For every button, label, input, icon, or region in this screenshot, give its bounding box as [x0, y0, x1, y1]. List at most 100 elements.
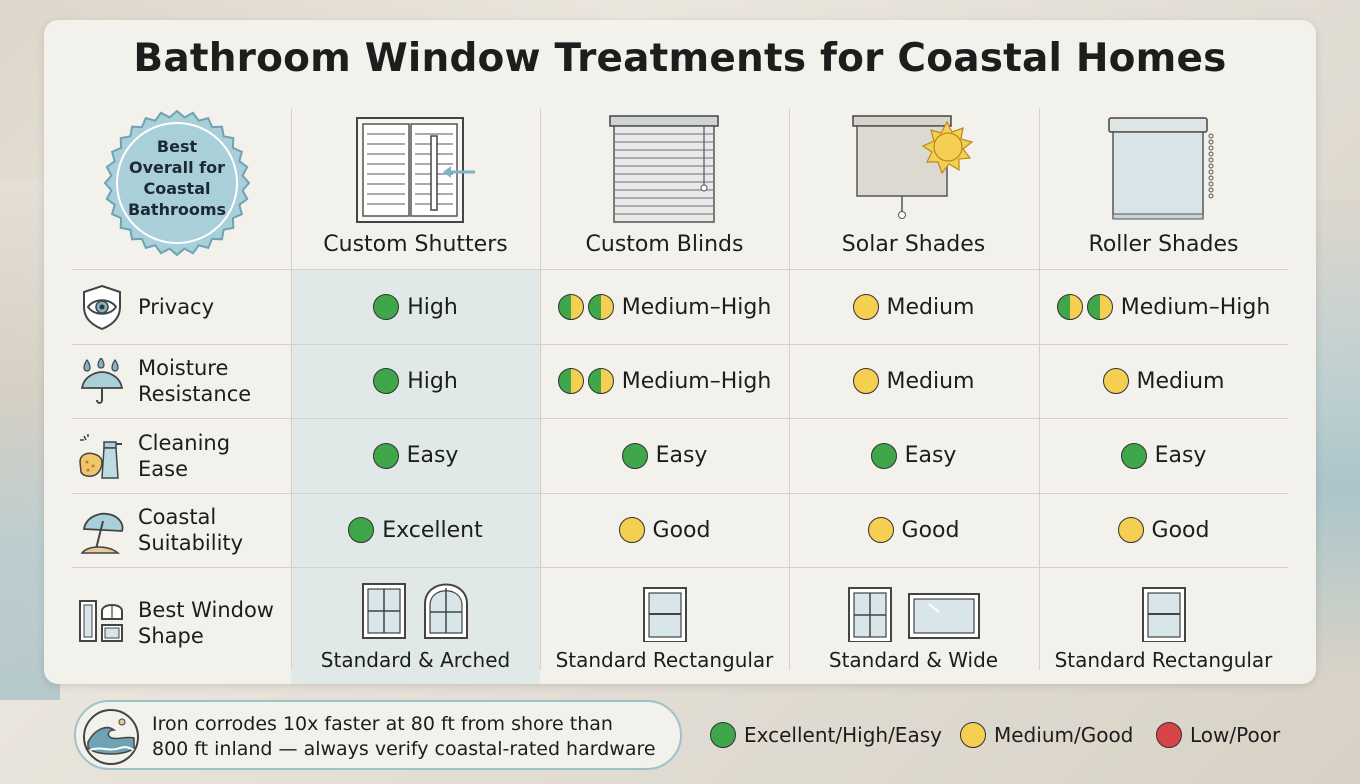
recommended-column-highlight: [291, 270, 540, 684]
column-label: Custom Blinds: [585, 232, 744, 257]
rating-dots: [1056, 294, 1113, 320]
row-label-coastal-suitability: Coastal Suitability: [72, 493, 291, 567]
rating-dots: [373, 294, 400, 320]
rating-text: Medium–High: [621, 294, 772, 320]
standard-and-wide-window-icon: [848, 587, 980, 642]
rating-dots: [1102, 368, 1129, 394]
coastal-tip-box: Iron corrodes 10x faster at 80 ft from s…: [74, 700, 682, 770]
row-label-text: Privacy: [138, 294, 214, 320]
half-rating-dot-icon: [1086, 294, 1113, 320]
rating-text: Medium–High: [621, 368, 772, 394]
rating-dots: [557, 294, 614, 320]
page-title: Bathroom Window Treatments for Coastal H…: [133, 36, 1227, 81]
rating-dots: [852, 368, 879, 394]
rating-dots: [867, 517, 894, 543]
window-shapes-icon: [79, 600, 123, 642]
rating-cell: Easy: [291, 418, 540, 493]
shape-label: Standard Rectangular: [1054, 648, 1273, 672]
rating-text: High: [407, 294, 458, 320]
rating-dots: [1120, 442, 1147, 469]
column-header-custom-shutters: Custom Shutters: [291, 108, 540, 270]
row-label-moisture-resistance: Moisture Resistance: [72, 344, 291, 418]
legend-label: Medium/Good: [994, 723, 1134, 747]
rating-text: Easy: [1154, 443, 1207, 468]
column-header-custom-blinds: Custom Blinds: [540, 108, 789, 270]
rating-dots: [348, 517, 375, 543]
column-header-solar-shades: Solar Shades: [789, 108, 1038, 270]
rating-text: Easy: [655, 443, 708, 468]
row-label-line: Shape: [138, 624, 204, 648]
grid-line: [540, 108, 541, 670]
red-dot-icon: [1156, 722, 1182, 748]
rating-dots: [870, 442, 897, 469]
legend-label: Excellent/High/Easy: [744, 723, 942, 747]
rating-text: Easy: [904, 443, 957, 468]
grid-line: [291, 108, 292, 670]
grid-line: [72, 418, 1288, 419]
grid-line: [1039, 108, 1040, 670]
rating-cell: Good: [540, 493, 789, 567]
rating-cell: Medium–High: [540, 344, 789, 418]
rating-text: Good: [652, 517, 711, 543]
coastal-tip-line: 800 ft inland — always verify coastal-ra…: [152, 738, 656, 760]
row-label-line: Cleaning: [138, 431, 231, 455]
green-dot-icon: [710, 722, 736, 748]
grid-line: [72, 344, 1288, 345]
rating-dots: [557, 368, 614, 394]
rating-text: Easy: [406, 443, 459, 468]
rating-text: Good: [901, 517, 960, 543]
solar-shade-icon: [852, 115, 974, 219]
row-label-line: Privacy: [138, 295, 215, 319]
grid-line: [789, 108, 790, 670]
rating-cell: Easy: [540, 418, 789, 493]
rating-cell: Medium–High: [1039, 270, 1288, 344]
rating-cell: Easy: [789, 418, 1038, 493]
shape-cell-custom-blinds: Standard Rectangular: [540, 574, 789, 676]
half-rating-dot-icon: [557, 294, 584, 320]
rating-cell: Easy: [1039, 418, 1288, 493]
row-label-line: Best Window: [138, 598, 274, 622]
row-label-line: Moisture: [138, 356, 229, 380]
yellow-rating-dot-icon: [1117, 517, 1144, 543]
row-label-privacy: Privacy: [72, 270, 291, 344]
row-label-line: Suitability: [138, 531, 244, 555]
row-label-best-window-shape: Best Window Shape: [72, 567, 291, 670]
row-label-line: Ease: [138, 457, 188, 481]
column-header-roller-shades: Roller Shades: [1039, 108, 1288, 270]
grid-line: [72, 493, 1288, 494]
column-label: Custom Shutters: [323, 232, 508, 257]
best-overall-badge: Best Overall for Coastal Bathrooms: [104, 110, 250, 256]
green-rating-dot-icon: [373, 294, 400, 320]
row-label-text: Coastal Suitability: [138, 504, 243, 556]
eye-shield-icon: [83, 284, 121, 331]
green-rating-dot-icon: [870, 442, 897, 469]
rating-dots: [373, 368, 400, 394]
half-rating-dot-icon: [557, 368, 584, 394]
standard-rectangular-window-icon: [643, 587, 687, 642]
rating-text: High: [407, 368, 458, 394]
half-rating-dot-icon: [587, 368, 614, 394]
green-rating-dot-icon: [1120, 442, 1147, 469]
standard-rectangular-window-icon: [1142, 587, 1186, 642]
rating-cell: Good: [1039, 493, 1288, 567]
legend-item-green: Excellent/High/Easy: [710, 722, 942, 748]
rating-text: Medium: [886, 368, 975, 394]
yellow-rating-dot-icon: [1102, 368, 1129, 394]
badge-line: Coastal: [143, 179, 211, 198]
rating-cell: Medium: [789, 344, 1038, 418]
sponge-spray-icon: [79, 434, 122, 479]
green-rating-dot-icon: [348, 517, 375, 543]
green-rating-dot-icon: [621, 442, 648, 469]
rating-cell: Medium: [789, 270, 1038, 344]
rating-cell: High: [291, 344, 540, 418]
badge-line: Overall for: [129, 158, 225, 177]
shape-label: Standard Rectangular: [555, 648, 774, 672]
rating-cell: Medium–High: [540, 270, 789, 344]
shape-label: Standard & Arched: [320, 648, 511, 672]
rating-text: Medium: [886, 294, 975, 320]
rating-dots: [1117, 517, 1144, 543]
ocean-wave-icon: [83, 709, 139, 765]
coastal-tip-line: Iron corrodes 10x faster at 80 ft from s…: [152, 713, 613, 735]
umbrella-drops-icon: [80, 358, 124, 404]
row-label-text: Cleaning Ease: [138, 430, 230, 482]
